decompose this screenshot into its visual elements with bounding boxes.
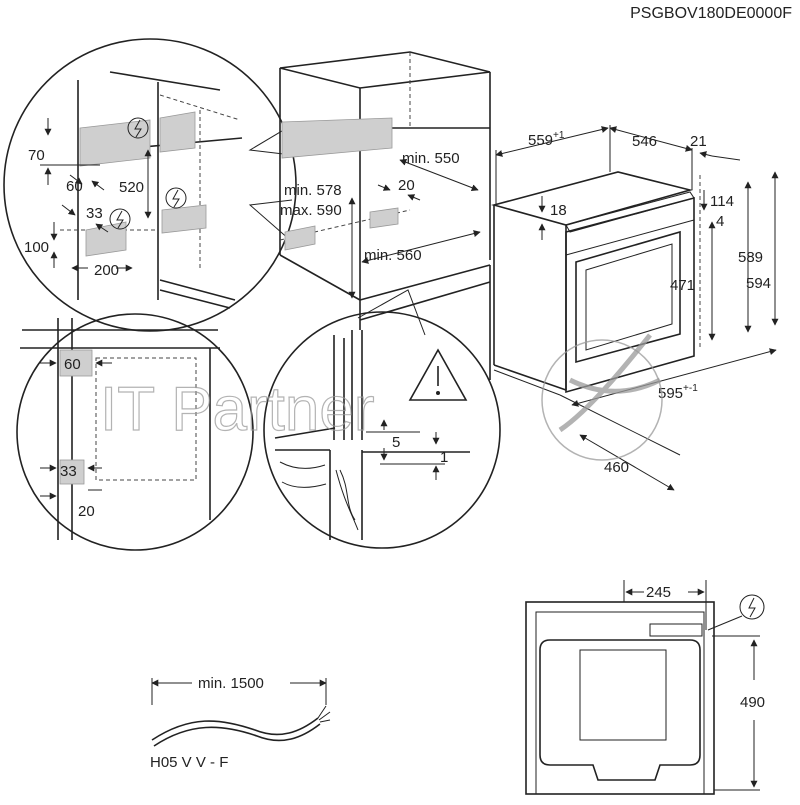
niche-min-width: min. 560 <box>364 247 422 264</box>
detail-circle-middle: 5 1 <box>263 289 501 549</box>
oven-door-thickness: 21 <box>690 133 707 150</box>
front-view-490: 490 <box>740 694 765 711</box>
cable-type: H05 V V - F <box>150 754 228 771</box>
oven-iso-view: 559+1 546 21 18 114 4 471 589 594 595+-1… <box>490 125 779 491</box>
front-view-245: 245 <box>646 584 671 601</box>
detail-dimension-5: 5 <box>392 434 400 451</box>
watermark-text: IT Partner <box>100 375 375 444</box>
warning-triangle-icon <box>408 348 468 401</box>
bottom-detail-60: 60 <box>64 356 81 373</box>
electrical-connection-icon <box>109 208 131 230</box>
model-code: PSGBOV180DE0000F <box>630 5 792 22</box>
dimension-33: 33 <box>86 205 103 222</box>
oven-height-594: 594 <box>746 275 771 292</box>
electrical-connection-icon <box>707 594 765 631</box>
oven-depth: 559+1 <box>528 130 565 149</box>
oven-door-open-depth: 460 <box>604 459 629 476</box>
niche-cabinet: min. 550 20 min. 578 max. 590 min. 560 <box>279 51 491 380</box>
dimension-70: 70 <box>28 147 45 164</box>
oven-height-inner: 471 <box>670 277 695 294</box>
dimension-520: 520 <box>119 179 144 196</box>
cable-min-length: min. 1500 <box>198 675 264 692</box>
bottom-detail-33: 33 <box>60 463 77 480</box>
dimension-200: 200 <box>94 262 119 279</box>
oven-front-view: 245 490 <box>525 580 765 795</box>
oven-width: 595+-1 <box>658 383 698 402</box>
oven-top-offset: 18 <box>550 202 567 219</box>
oven-height-589: 589 <box>738 249 763 266</box>
detail-dimension-1: 1 <box>440 449 448 466</box>
watermark: IT Partner <box>99 333 663 461</box>
power-cable: min. 1500 H05 V V - F <box>150 675 331 771</box>
bottom-detail-20: 20 <box>78 503 95 520</box>
niche-min-height: min. 578 <box>284 182 342 199</box>
oven-depth-body: 546 <box>632 133 657 150</box>
electrical-connection-icon <box>127 117 149 139</box>
niche-min-depth: min. 550 <box>402 150 460 167</box>
niche-clearance: 20 <box>398 177 415 194</box>
oven-dimension-114: 114 <box>710 193 734 210</box>
niche-max-height: max. 590 <box>280 202 342 219</box>
dimension-100: 100 <box>24 239 49 256</box>
detail-circle-top: 70 60 520 33 100 200 <box>3 38 297 332</box>
dimension-60: 60 <box>66 178 83 195</box>
detail-circle-bottom: 60 33 20 <box>16 313 254 551</box>
electrical-connection-icon <box>165 187 187 209</box>
oven-dimension-4: 4 <box>716 213 724 230</box>
